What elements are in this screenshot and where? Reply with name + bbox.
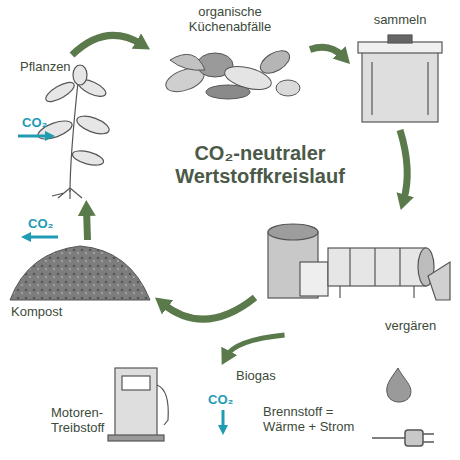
cycle-arrow — [72, 35, 141, 55]
drawing-part — [257, 46, 294, 78]
drawing-part — [122, 376, 150, 390]
drawing-part — [18, 135, 50, 138]
drawing-part — [157, 385, 168, 425]
drawing-part — [399, 248, 400, 286]
drawing-part — [10, 246, 150, 300]
stage-label: vergären — [385, 318, 450, 333]
stage-label: sammeln — [360, 12, 440, 27]
drawing-part — [427, 62, 428, 115]
cycle-arrow — [163, 298, 255, 320]
drawing-part — [413, 286, 414, 298]
stage-label: organische Küchenabfälle — [170, 4, 290, 34]
cycle-arrow — [83, 210, 91, 240]
drawing-part — [108, 435, 164, 441]
plant-illustration — [36, 65, 112, 199]
stage-node: Motoren-Treibstoff — [45, 365, 235, 445]
diagram-title: CO₂-neutraler Wertstoffkreislauf — [160, 142, 360, 188]
drawing-part — [276, 80, 300, 96]
drawing-part — [300, 262, 328, 296]
drawing-part — [362, 52, 438, 122]
drawing-part — [428, 262, 450, 300]
cycle-arrow — [310, 47, 343, 56]
drawing-part — [268, 224, 318, 240]
cycle-arrow — [226, 335, 284, 356]
drawing-part — [374, 248, 375, 286]
drawing-part — [115, 368, 157, 436]
drawing-part — [339, 286, 340, 298]
drawing-part — [170, 54, 205, 70]
stage-node: Brennstoff = Wärme + Strom — [255, 360, 450, 452]
drawing-part — [75, 113, 112, 138]
drawing-part — [26, 236, 58, 239]
drawing-part — [328, 248, 426, 286]
flame-icon — [387, 368, 411, 402]
drawing-part — [43, 79, 77, 105]
stage-label: Pflanzen — [20, 59, 100, 74]
drawing-part — [73, 65, 87, 85]
stage-label: Kompost — [11, 304, 101, 319]
collection-bin — [358, 35, 442, 122]
kitchen-waste-illustration — [163, 46, 300, 99]
drawing-part — [52, 188, 82, 199]
stage-label: Brennstoff = Wärme + Strom — [263, 404, 369, 434]
co2-label: CO₂ — [28, 216, 53, 231]
stage-node: Kompost — [5, 240, 155, 322]
drawing-part — [388, 35, 412, 43]
co2-label: CO₂ — [22, 115, 47, 130]
edge-label: Biogas — [234, 368, 278, 383]
drawing-part — [372, 437, 405, 439]
drawing-part — [371, 62, 372, 115]
biogas-plant — [268, 224, 450, 300]
stage-node: sammeln — [350, 10, 450, 130]
drawing-part — [349, 248, 350, 286]
drawing-part — [358, 42, 442, 53]
stage-node: organische Küchenabfälle — [150, 4, 310, 105]
drawing-part — [222, 410, 225, 430]
drawing-part — [405, 430, 423, 446]
fuel-pump — [108, 368, 168, 441]
drawing-part — [206, 85, 250, 99]
drawing-part — [71, 148, 105, 168]
drawing-part — [423, 441, 434, 443]
compost-pile — [10, 246, 150, 300]
stage-label: Motoren-Treibstoff — [51, 405, 115, 435]
plug-icon — [372, 430, 434, 446]
cycle-arrow — [400, 130, 407, 200]
stage-node: vergären — [255, 210, 452, 335]
drawing-part — [70, 82, 78, 192]
co2-label: CO₂ — [208, 392, 233, 407]
drawing-part — [387, 368, 411, 402]
drawing-part — [423, 433, 434, 435]
